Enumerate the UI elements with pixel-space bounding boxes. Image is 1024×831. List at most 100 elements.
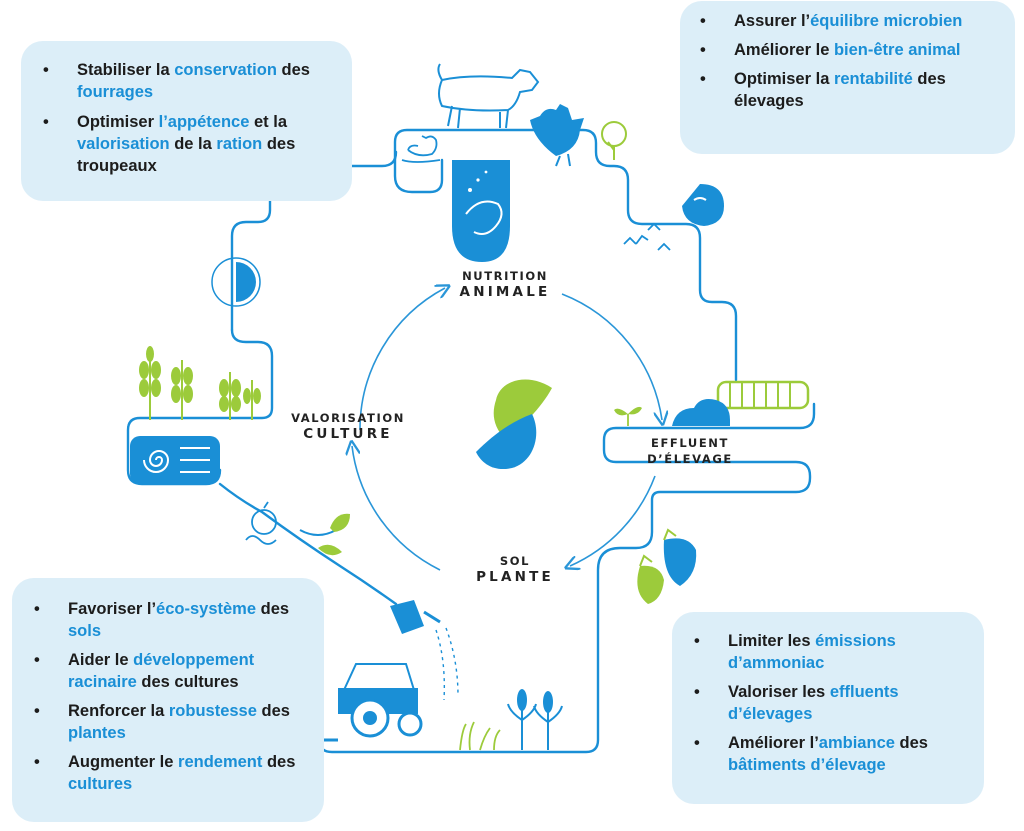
strawberry-icon <box>637 528 697 604</box>
highlight-text: bien-être animal <box>833 41 961 59</box>
highlight-text: éco-système <box>156 600 257 618</box>
birds-icon <box>623 222 671 251</box>
bullet-marker: • <box>700 70 706 88</box>
benefit-text: Valoriser les <box>728 683 830 701</box>
highlight-text: rentabilité <box>833 70 913 88</box>
highlight-text: développement racinaire <box>68 651 255 691</box>
highlight-text: conservation <box>174 61 277 79</box>
highlight-text: plantes <box>68 724 126 742</box>
benefit-item: • Optimiser l’appétence et la valorisatio… <box>43 111 338 177</box>
benefit-text: des cultures <box>136 673 239 691</box>
benefit-item: • Stabiliser la conservation des fourrage… <box>43 59 338 103</box>
benefit-text: des troupeaux <box>77 135 296 175</box>
tractor-icon <box>322 663 423 742</box>
wheat-icon <box>139 346 261 420</box>
benefits-box-top-left: • Stabiliser la conservation des fourrage… <box>21 41 352 201</box>
benefit-text: Optimiser la <box>734 70 834 88</box>
benefits-box-bottom-right: •Limiter les émissions d’ammoniac•Valori… <box>672 612 984 804</box>
outer-path <box>126 128 816 754</box>
benefit-text: des <box>262 753 296 771</box>
highlight-text: valorisation <box>77 135 170 153</box>
bullet-marker: • <box>700 41 706 59</box>
node-line-2: ANIMALE <box>459 284 551 300</box>
bullet-marker: • <box>34 753 40 771</box>
bullet-marker: • <box>34 600 40 618</box>
hay-bale-icon <box>130 436 220 484</box>
benefit-item: • Améliorer le bien-être animal <box>700 39 1005 61</box>
highlight-text: rendement <box>178 753 263 771</box>
benefit-text: Stabiliser la <box>77 61 175 79</box>
benefit-text: des <box>894 734 928 752</box>
half-circle-icon <box>211 257 261 307</box>
benefit-item: • Augmenter le rendement des cultures <box>34 751 314 795</box>
cow-icon <box>437 63 540 129</box>
benefit-text: Améliorer le <box>734 41 834 59</box>
cycle-arrows <box>352 288 662 571</box>
duck-icon <box>401 135 441 163</box>
highlight-text: bâtiments d’élevage <box>728 756 886 774</box>
bullet-marker: • <box>694 683 700 701</box>
benefit-text: Augmenter le <box>68 753 179 771</box>
bullet-marker: • <box>694 734 700 752</box>
node-line-1: VALORISATION <box>291 411 405 425</box>
node-line-1: EFFLUENT <box>651 436 729 450</box>
benefit-item: • Favoriser l’éco-système des sols <box>34 598 314 642</box>
benefit-text: Renforcer la <box>68 702 169 720</box>
benefit-text: des élevages <box>734 70 946 110</box>
benefit-item: • Valoriser les effluents d’élevages <box>694 681 974 725</box>
highlight-text: équilibre microbien <box>810 12 963 30</box>
benefit-text: et la <box>249 113 288 131</box>
benefit-text: de la <box>169 135 217 153</box>
highlight-text: robustesse <box>168 702 257 720</box>
benefit-text: des <box>256 702 290 720</box>
node-line-1: SOL <box>499 554 531 568</box>
node-sol-plante: SOL PLANTE <box>460 553 570 585</box>
bullet-marker: • <box>43 113 49 131</box>
node-line-2: PLANTE <box>476 569 554 585</box>
grass-icon <box>459 721 501 751</box>
shrimp-icon <box>452 160 510 262</box>
corn-plant-icon <box>507 689 563 750</box>
bullet-marker: • <box>700 12 706 30</box>
apple-worm-icon <box>245 501 277 545</box>
benefit-text: des <box>256 600 290 618</box>
tree-icon <box>601 121 627 160</box>
watering-can-icon <box>390 600 459 701</box>
highlight-text: l’appétence <box>158 113 250 131</box>
node-line-2: CULTURE <box>303 426 393 442</box>
benefit-item: • Renforcer la robustesse des plantes <box>34 700 314 744</box>
benefit-text: Aider le <box>68 651 134 669</box>
highlight-text: ration <box>216 135 263 153</box>
benefit-item: • Aider le développement racinaire des cu… <box>34 649 314 693</box>
highlight-text: fourrages <box>77 83 154 101</box>
benefit-text: Favoriser l’ <box>68 600 157 618</box>
sprout-icon <box>614 406 642 426</box>
bullet-marker: • <box>43 61 49 79</box>
benefit-text: Assurer l’ <box>734 12 811 30</box>
brand-logo-icon <box>476 379 552 470</box>
node-line-1: NUTRITION <box>462 269 548 283</box>
benefit-item: • Assurer l’équilibre microbien <box>700 10 1005 32</box>
hen-icon <box>530 104 584 167</box>
benefits-box-bottom-left: • Favoriser l’éco-système des sols • Aider … <box>12 578 324 822</box>
benefit-item: • Optimiser la rentabilité des élevages <box>700 68 1005 112</box>
manure-tank-icon <box>672 380 810 426</box>
benefit-text: Améliorer l’ <box>728 734 819 752</box>
benefit-text: Optimiser <box>77 113 159 131</box>
benefit-item: • Améliorer l’ambiance des bâtiments d’él… <box>694 732 974 776</box>
highlight-text: émissions d’ammoniac <box>728 632 896 672</box>
highlight-text: ambiance <box>818 734 895 752</box>
benefits-box-top-right: • Assurer l’équilibre microbien • Améliorer… <box>680 1 1015 154</box>
bullet-marker: • <box>34 702 40 720</box>
bullet-marker: • <box>34 651 40 669</box>
highlight-text: sols <box>68 622 102 640</box>
benefit-item: •Limiter les émissions d’ammoniac <box>694 630 974 674</box>
benefit-text: Limiter les <box>728 632 816 650</box>
benefit-text: des <box>276 61 310 79</box>
highlight-text: cultures <box>68 775 133 793</box>
highlight-text: effluents d’élevages <box>728 683 899 723</box>
node-line-2: D’ÉLEVAGE <box>647 452 733 466</box>
node-effluent-elevage: EFFLUENT D’ÉLEVAGE <box>620 435 760 467</box>
water-drop-icon <box>682 184 724 226</box>
